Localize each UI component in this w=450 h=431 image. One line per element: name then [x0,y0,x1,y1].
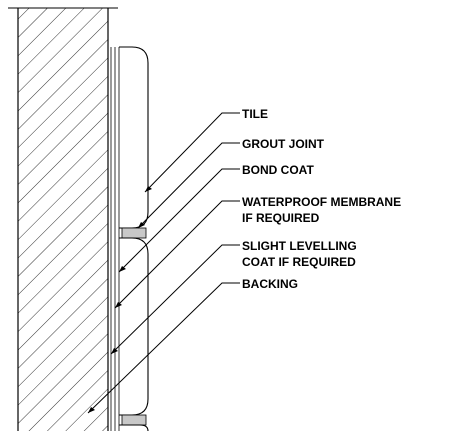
label-backing: BACKING [242,277,298,291]
label-tile: TILE [242,107,268,121]
grout-joint-lower [121,414,147,426]
leader-grout-joint [137,142,240,229]
label-levelling-coat-line1: SLIGHT LEVELLING [242,239,357,253]
label-waterproof-membrane-line2: IF REQUIRED [242,211,320,225]
tile-middle [119,237,149,416]
backing-wall [8,7,118,431]
tile-upper [119,46,149,229]
label-grout-joint: GROUT JOINT [242,137,325,151]
leader-bond-coat [118,168,240,273]
leader-levelling-coat [110,244,240,355]
label-bond-coat: BOND COAT [242,163,314,177]
label-levelling-coat-line2: COAT IF REQUIRED [242,255,356,269]
leader-waterproof-membrane [114,200,240,309]
grout-joint-upper [121,227,147,239]
leader-backing [87,282,240,414]
label-waterproof-membrane-line1: WATERPROOF MEMBRANE [242,195,401,209]
leader-tile [144,112,240,193]
tile-lower [119,424,149,431]
